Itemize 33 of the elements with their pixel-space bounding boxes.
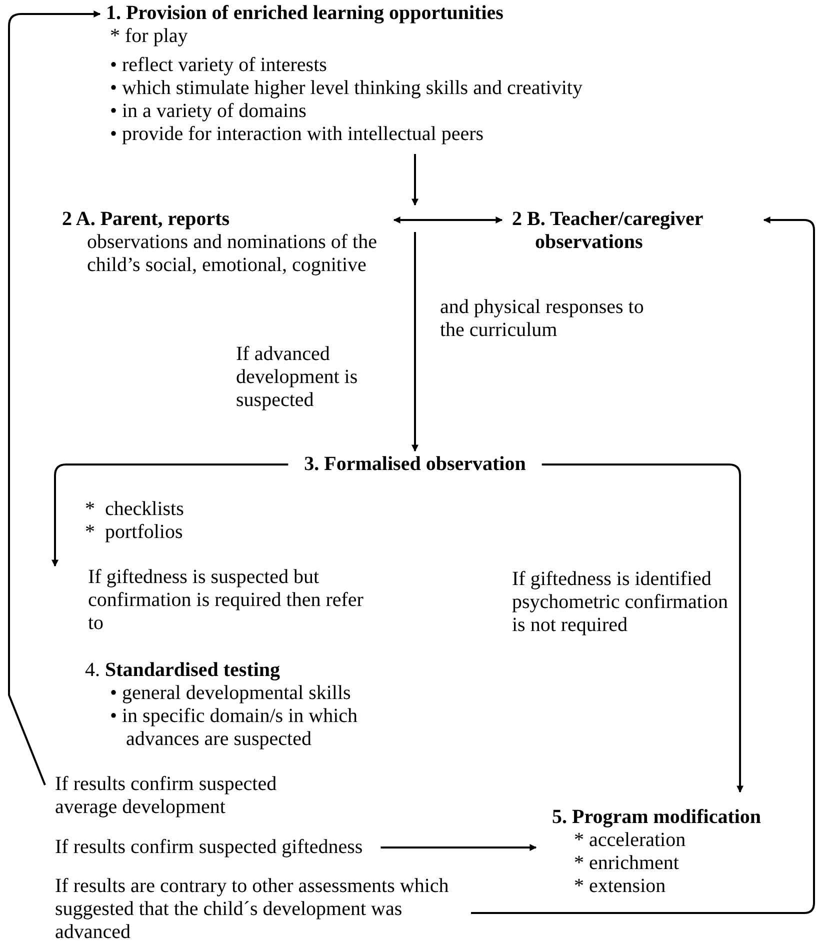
list-item: * extension [573, 875, 667, 898]
arrow [380, 844, 537, 851]
step-heading: 5. Program modification [552, 806, 762, 829]
list-item: * for play [109, 25, 189, 48]
list-item: * enrichment [573, 852, 680, 875]
step-heading: 4. Standardised testing [85, 659, 282, 682]
arrow [412, 232, 418, 452]
condition-text: If results confirm suspected average development [55, 773, 325, 819]
list-item: * portfolios [85, 521, 184, 544]
edge-label: If advanced development is suspected [236, 343, 359, 412]
list-item: • which stimulate higher level thinking skills and creativity [109, 77, 584, 100]
list-item: * acceleration [573, 829, 687, 852]
condition-text: If results confirm suspected giftedness [55, 836, 363, 859]
list-item: • reflect variety of interests [109, 54, 328, 77]
arrow [542, 464, 744, 793]
arrow [471, 216, 815, 914]
list-item: observations and nominations of the child’s social, emotional, cognitive [86, 231, 378, 277]
list-item: • provide for interaction with intellectual peers [109, 123, 485, 146]
condition-text: If results are contrary to other assessments which suggested that the child´s development was advanced [55, 875, 465, 944]
arrow [393, 216, 503, 224]
step-heading: 2 A. Parent, reports [62, 208, 231, 231]
note-text: and physical responses to the curriculum [440, 296, 645, 342]
list-item: • in a variety of domains [109, 100, 308, 123]
edge-label: If giftedness is identified psychometric confirmation is not required [512, 568, 730, 637]
list-item: • in specific domain/s in which advances are suspected [110, 705, 359, 751]
step-heading: 1. Provision of enriched learning opportunities [106, 2, 504, 25]
arrow [412, 154, 418, 206]
condition-text: If giftedness is suspected but confirmation is required then refer to [50, 566, 368, 635]
list-item: * checklists [85, 498, 184, 521]
list-item: • general developmental skills [110, 682, 352, 705]
step-heading: 2 B. Teacher/caregiver observations [512, 208, 760, 254]
arrow [52, 464, 288, 567]
arrow [8, 10, 101, 786]
